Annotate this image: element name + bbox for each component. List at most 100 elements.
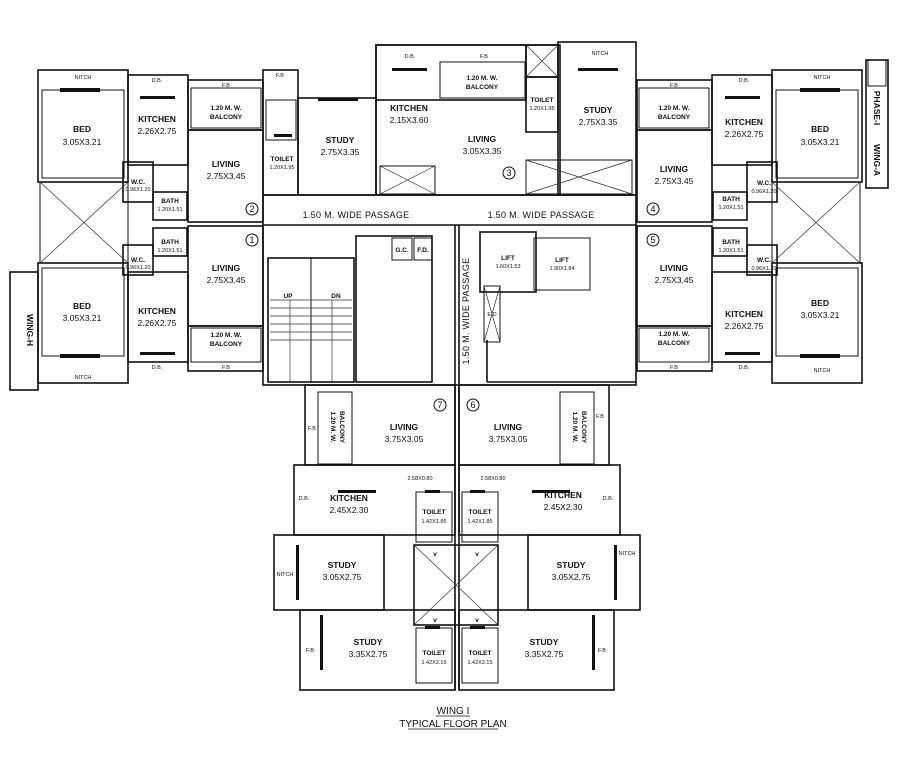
room-name: TOILET: [423, 509, 446, 516]
fd-label: F.D.: [417, 247, 429, 254]
room-dimension: 3.35X2.75: [349, 649, 388, 659]
room-name: BATH: [161, 198, 179, 205]
fb-label: F.B: [598, 648, 606, 654]
room-dimension: 3.05X3.21: [63, 313, 102, 323]
room-name: KITCHEN: [330, 493, 368, 503]
room-name: STUDY: [530, 637, 559, 647]
nitch-label: NITCH: [277, 572, 294, 578]
room-subname: BALCONY: [210, 114, 243, 121]
room-dimension: 2.26X2.75: [725, 129, 764, 139]
room-dimension: 3.75X3.05: [385, 434, 424, 444]
passage-label-vertical: 1.50 M. WIDE PASSAGE: [461, 258, 471, 365]
room-dimension: 3.05X3.21: [63, 137, 102, 147]
flat-number: 2: [249, 204, 254, 214]
nitch-label: NITCH: [814, 75, 831, 81]
room-name: TOILET: [423, 650, 446, 657]
room-dimension: 2.26X2.75: [725, 321, 764, 331]
room-dimension: 1.20X1.51: [157, 207, 182, 213]
down-arrow-icon: v: [475, 551, 479, 558]
room-dimension: 1.90X1.84: [549, 266, 574, 272]
flat-number: 6: [470, 400, 475, 410]
caption-line-2: TYPICAL FLOOR PLAN: [399, 719, 506, 730]
down-arrow-icon: v: [433, 617, 437, 624]
room-name: LIVING: [390, 422, 419, 432]
nitch-label: NITCH: [75, 75, 92, 81]
room-name: LIVING: [660, 263, 689, 273]
room-dimension: 1.42X2.15: [467, 660, 492, 666]
room-dimension: 1.42X1.85: [421, 519, 446, 525]
room-subname: BALCONY: [210, 341, 243, 348]
phase-label: PHASE-I: [872, 91, 882, 125]
room-dimension: 3.05X3.21: [801, 310, 840, 320]
room-name: TOILET: [469, 509, 492, 516]
right-shaft: [771, 181, 861, 264]
room-dimension: 1.20X1.51: [718, 248, 743, 254]
wing-annex-right: [865, 59, 889, 189]
room-name: W.C.: [131, 257, 145, 264]
left-lower-flat-walls: [37, 225, 264, 384]
room-dimension: 2.26X2.75: [138, 318, 177, 328]
room-name: 1.20 M. W.: [466, 75, 497, 82]
fb-label: F.B: [222, 365, 230, 371]
ed-label: E.D: [487, 312, 496, 318]
db-label: D.B.: [405, 54, 416, 60]
room-name: LIVING: [212, 159, 241, 169]
room-dimension: 1.42X1.85: [467, 519, 492, 525]
room-dimension: 2.75X3.35: [579, 117, 618, 127]
fb-label: F.B: [596, 414, 604, 420]
room-name: TOILET: [531, 97, 554, 104]
room-name: BED: [73, 301, 91, 311]
down-arrow-icon: v: [475, 617, 479, 624]
flat-number: 3: [506, 168, 511, 178]
room-name: 1.20 M. W.: [210, 332, 241, 339]
room-name: 1.20 M. W.: [329, 411, 336, 442]
room-dimension: 3.05X3.21: [801, 137, 840, 147]
room-name: TOILET: [469, 650, 492, 657]
wing-label-left: WING-H: [25, 314, 35, 346]
dimension-label: 2.58X0.80: [480, 476, 505, 482]
flat-number-circles: [245, 166, 660, 412]
room-dimension: 0.96X1.20: [751, 189, 776, 195]
room-name: STUDY: [326, 135, 355, 145]
room-dimension: 3.05X3.35: [463, 146, 502, 156]
room-dimension: 0.96X1.20: [125, 187, 150, 193]
db-label: D.B.: [739, 78, 750, 84]
room-name: KITCHEN: [138, 306, 176, 316]
db-label: D.B.: [152, 365, 163, 371]
room-dimension: 2.26X2.75: [138, 126, 177, 136]
db-label: D.B.: [603, 496, 614, 502]
room-name: 1.20 M. W.: [658, 331, 689, 338]
room-name: LIVING: [212, 263, 241, 273]
flat-number: 5: [650, 235, 655, 245]
room-name: W.C.: [131, 179, 145, 186]
wing-annex-left: [9, 271, 39, 391]
room-name: 1.20 M. W.: [210, 105, 241, 112]
room-dimension: 1.42X2.15: [421, 660, 446, 666]
room-dimension: 2.75X3.45: [655, 275, 694, 285]
room-name: KITCHEN: [390, 103, 428, 113]
room-subname: BALCONY: [658, 114, 691, 121]
db-label: D.B.: [739, 365, 750, 371]
room-dimension: 3.05X2.75: [323, 572, 362, 582]
room-subname: BALCONY: [658, 340, 691, 347]
room-dimension: 0.96X1.20: [125, 265, 150, 271]
stair-up-label: UP: [283, 293, 293, 300]
room-name: KITCHEN: [725, 117, 763, 127]
room-dimension: 2.75X3.45: [207, 171, 246, 181]
fb-label: F.B: [670, 365, 678, 371]
room-dimension: 2.75X3.45: [207, 275, 246, 285]
passage-label: 1.50 M. WIDE PASSAGE: [488, 210, 595, 220]
room-name: STUDY: [354, 637, 383, 647]
room-name: LIFT: [501, 255, 515, 262]
room-name: KITCHEN: [544, 490, 582, 500]
room-dimension: 2.45X2.30: [544, 502, 583, 512]
gc-label: G.C.: [395, 247, 409, 254]
room-name: TOILET: [271, 156, 294, 163]
nitch-label: NITCH: [814, 368, 831, 374]
room-name: STUDY: [584, 105, 613, 115]
room-dimension: 2.45X2.30: [330, 505, 369, 515]
room-name: W.C.: [757, 257, 771, 264]
room-name: LIVING: [468, 134, 497, 144]
nitch-label: NITCH: [619, 551, 636, 557]
